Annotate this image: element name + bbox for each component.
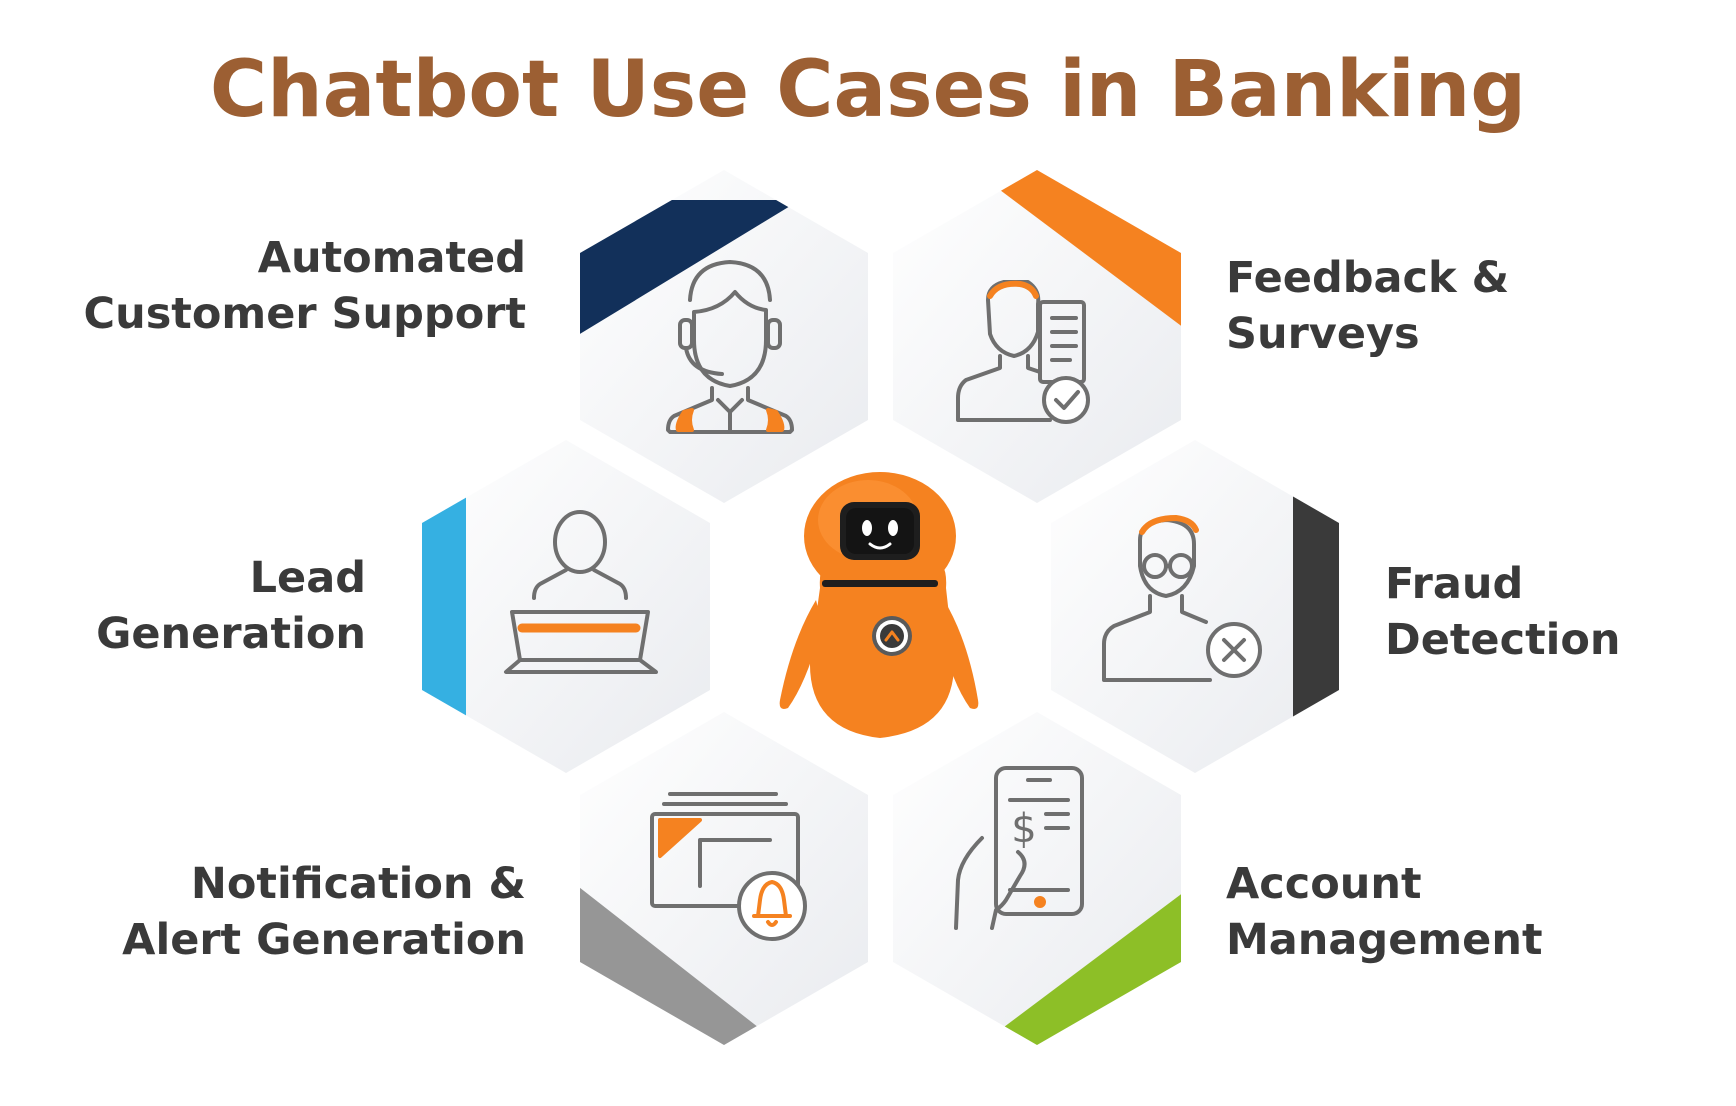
label-fraud-detection: Fraud Detection — [1385, 556, 1621, 668]
label-line: Automated — [257, 233, 526, 283]
label-line: Account — [1226, 859, 1422, 909]
hexagon-accent — [1293, 440, 1339, 773]
hexagon-feedback-surveys — [893, 170, 1181, 503]
person-laptop-icon — [504, 510, 658, 674]
headset-agent-icon — [666, 260, 794, 434]
hexagon-accent — [422, 440, 466, 773]
hexagon-automated-customer-support — [580, 170, 868, 503]
label-line: Alert Generation — [122, 915, 526, 965]
label-lead-generation: Lead Generation — [96, 550, 366, 662]
label-line: Fraud — [1385, 559, 1524, 609]
mobile-banking-icon: $ — [954, 766, 1084, 930]
label-automated-customer-support: Automated Customer Support — [84, 230, 526, 342]
person-checklist-icon — [956, 280, 1090, 424]
hexagon-accent — [580, 200, 800, 340]
label-feedback-surveys: Feedback & Surveys — [1226, 250, 1509, 362]
svg-text:$: $ — [1011, 806, 1036, 852]
hexagon-account-management — [893, 712, 1181, 1045]
label-line: Customer Support — [83, 289, 526, 339]
label-line: Lead — [249, 553, 366, 603]
hexagon-fraud-detection — [1051, 440, 1339, 773]
label-line: Generation — [96, 609, 366, 659]
bell-notification-icon — [650, 792, 807, 941]
robot-mascot-icon — [779, 472, 979, 738]
hexagon-lead-generation — [422, 440, 710, 773]
label-notification-alert-generation: Notification & Alert Generation — [122, 856, 526, 968]
label-account-management: Account Management — [1226, 856, 1543, 968]
label-line: Management — [1226, 915, 1543, 965]
page-title: Chatbot Use Cases in Banking — [209, 45, 1527, 135]
person-reject-icon — [1102, 515, 1262, 682]
label-line: Detection — [1385, 615, 1621, 665]
label-line: Feedback & — [1226, 253, 1510, 303]
label-line: Notification & — [190, 859, 526, 909]
hexagon-notification-alert-generation — [580, 712, 868, 1045]
label-line: Surveys — [1226, 309, 1420, 359]
